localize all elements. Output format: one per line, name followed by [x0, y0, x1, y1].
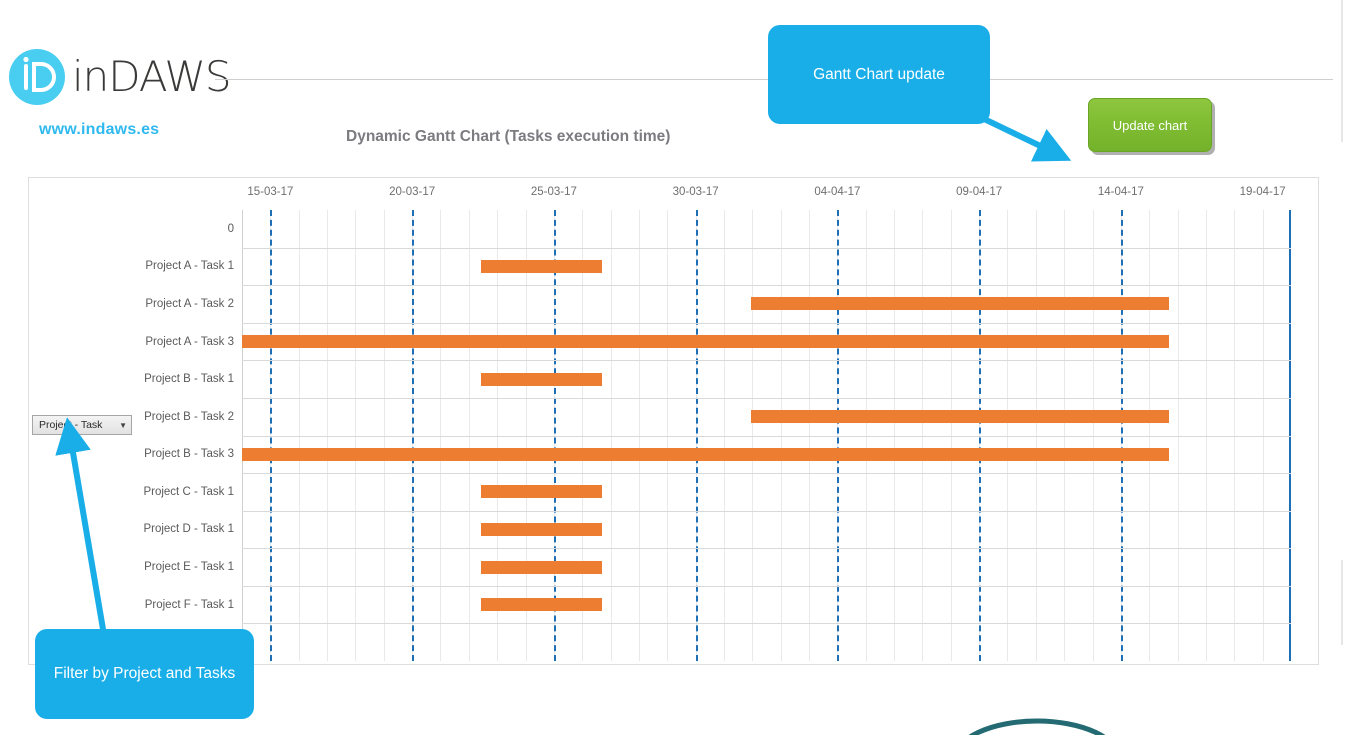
callout-update-text: Gantt Chart update: [813, 65, 945, 83]
callout-gantt-chart-update: Gantt Chart update: [768, 25, 990, 124]
page-edge-sliver-bottom: [1341, 560, 1343, 645]
y-axis-tick-label: Project D - Task 1: [143, 523, 234, 536]
y-axis-tick-label: Project E - Task 1: [144, 561, 234, 574]
brand-url[interactable]: www.indaws.es: [39, 121, 160, 138]
gantt-bar[interactable]: [481, 560, 602, 574]
y-axis-tick-label: Project A - Task 1: [145, 260, 234, 273]
callout-filter-by-project-and-tasks: Filter by Project and Tasks: [35, 629, 254, 719]
update-chart-button[interactable]: Update chart: [1088, 98, 1212, 152]
y-axis-tick-label: Project B - Task 1: [144, 373, 234, 386]
x-axis-tick-label: 09-04-17: [956, 186, 1003, 198]
x-axis-tick-label: 14-04-17: [1097, 186, 1144, 198]
x-axis-tick-label: 04-04-17: [814, 186, 861, 198]
gridline-horizontal: [242, 397, 1291, 399]
controlling-tools-watermark: controlling tools: [951, 718, 1123, 735]
x-axis-tick-label: 30-03-17: [672, 186, 719, 198]
gantt-bar[interactable]: [750, 410, 1170, 424]
gridline-horizontal: [242, 285, 1291, 287]
gantt-bar[interactable]: [242, 335, 1170, 349]
y-axis-tick-label: 0: [227, 222, 234, 235]
gridline-horizontal: [242, 510, 1291, 512]
gantt-bar[interactable]: [481, 372, 602, 386]
gridline-horizontal: [242, 435, 1291, 437]
x-axis-tick-label: 25-03-17: [530, 186, 577, 198]
gridline-horizontal: [242, 548, 1291, 550]
gridline-horizontal: [242, 585, 1291, 587]
gantt-chart-container: 15-03-17 20-03-17 25-03-17 30-03-17 04-04-17…: [28, 177, 1319, 735]
y-axis-tick-label: Project C - Task 1: [143, 485, 234, 498]
y-axis-tick-label: Project F - Task 1: [144, 598, 234, 611]
x-axis-tick-label: 19-04-17: [1239, 186, 1286, 198]
indaws-logo-icon: [8, 48, 66, 106]
callout-filter-text: Filter by Project and Tasks: [53, 665, 236, 683]
gantt-bar[interactable]: [481, 259, 602, 273]
x-axis-tick-label: 20-03-17: [389, 186, 436, 198]
y-axis-tick-label: Project A - Task 2: [145, 297, 234, 310]
gridline-horizontal: [242, 247, 1291, 249]
gantt-bar[interactable]: [242, 447, 1170, 461]
gridline-horizontal: [242, 322, 1291, 324]
gantt-bar[interactable]: [481, 485, 602, 499]
filter-dropdown-project-task[interactable]: Project - Task ▼: [32, 415, 132, 435]
x-axis-tick-label: 15-03-17: [247, 186, 294, 198]
plot-area: [242, 210, 1291, 661]
gantt-bar[interactable]: [481, 598, 602, 612]
filter-dropdown-label: Project - Task: [39, 419, 103, 431]
gridline-horizontal: [242, 360, 1291, 362]
y-axis-tick-label: Project A - Task 3: [145, 335, 234, 348]
gantt-bar[interactable]: [481, 522, 602, 536]
page-edge-sliver-top: [1341, 0, 1343, 142]
gridline-horizontal: [242, 623, 1291, 625]
update-chart-button-label: Update chart: [1112, 117, 1188, 133]
page-title: Dynamic Gantt Chart (Tasks execution tim…: [346, 128, 671, 145]
gridline-horizontal: [242, 473, 1291, 475]
y-axis-tick-label: Project B - Task 2: [144, 410, 234, 423]
brand-wordmark: inDAWS: [72, 52, 232, 101]
x-axis: 15-03-17 20-03-17 25-03-17 30-03-17 04-04-17…: [29, 178, 1318, 210]
y-axis-tick-label: Project B - Task 3: [144, 448, 234, 461]
chevron-down-icon: ▼: [119, 420, 127, 430]
gantt-bar[interactable]: [750, 297, 1170, 311]
